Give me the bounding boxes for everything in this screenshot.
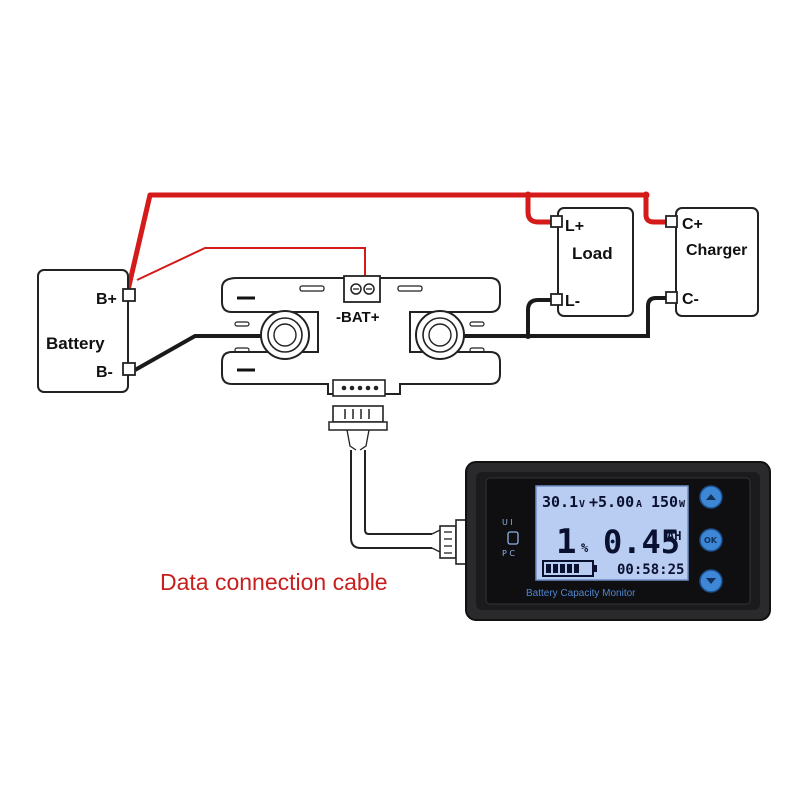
junction-dot-negative: [525, 333, 531, 339]
shunt-slot: [299, 285, 325, 292]
meter-down-button[interactable]: [699, 569, 723, 593]
load-negative-label: L-: [565, 293, 580, 310]
lcd-power-unit: W: [679, 499, 686, 510]
mode-indicator-top: U I: [502, 518, 513, 527]
shunt-slot: [469, 347, 485, 353]
lcd-voltage-unit: V: [579, 499, 585, 510]
load-positive-label: L+: [565, 218, 584, 235]
load-positive-terminal: [550, 215, 563, 228]
negative-wires: [134, 296, 668, 372]
lcd-timer: 00:58:25: [617, 562, 684, 578]
shunt-module: -BAT+: [221, 275, 501, 397]
shunt-slot: [397, 285, 423, 292]
shunt-label: -BAT+: [336, 309, 380, 326]
lcd-battery-icon: [542, 560, 597, 577]
chevron-up-icon: [706, 494, 716, 500]
chevron-down-icon: [706, 578, 716, 584]
lcd-percent: 1: [556, 522, 576, 562]
battery-negative-label: B-: [96, 364, 113, 381]
lcd-capacity: 0.45: [603, 523, 680, 561]
cable-outline: [350, 450, 432, 549]
shunt-sense-wire: [136, 247, 366, 290]
mode-indicator-bottom: P C: [502, 549, 515, 558]
battery-positive-terminal: [122, 288, 136, 302]
load-negative-terminal: [550, 293, 563, 306]
shunt-slot: [234, 347, 250, 353]
junction-dot-load: [524, 191, 532, 199]
shunt-sense-terminal: [343, 275, 381, 303]
charger-negative-terminal: [665, 291, 678, 304]
shunt-data-connector: [332, 379, 386, 397]
meter-mode-indicator: U I P C: [502, 518, 519, 558]
meter-ok-button[interactable]: OK: [699, 528, 723, 552]
lcd-voltage: 30.1: [542, 493, 578, 511]
lcd-current-unit: A: [636, 499, 642, 510]
charger-positive-terminal: [665, 215, 678, 228]
battery-positive-label: B+: [96, 291, 117, 308]
data-cable: [328, 405, 467, 565]
lcd-percent-unit: %: [581, 541, 589, 555]
shunt-right-bolt: [415, 310, 465, 360]
battery-monitor: U I P C 30.1 V +5.00 A 150 W 1 % 0.45 AH…: [465, 461, 771, 621]
load-positive-wire: [525, 195, 552, 225]
meter-footer-label: Battery Capacity Monitor: [526, 588, 636, 599]
shunt-slot: [469, 321, 485, 327]
shunt-slot: [234, 321, 250, 327]
charger-box: C+ Charger C-: [665, 207, 759, 317]
charger-negative-label: C-: [682, 291, 699, 308]
battery-negative-wire: [134, 334, 272, 372]
charger-positive-label: C+: [682, 216, 703, 233]
load-to-charger-negative-wire: [528, 296, 668, 338]
ok-button-label: OK: [704, 536, 718, 545]
cable-plug-top: [328, 405, 388, 431]
cable-plug-meter: [439, 519, 467, 565]
load-box: L+ Load L-: [550, 207, 634, 317]
shunt-to-load-negative-wire: [440, 298, 552, 338]
meter-up-button[interactable]: [699, 485, 723, 509]
battery-to-charger-positive-wire: [125, 192, 668, 291]
battery-negative-terminal: [122, 362, 136, 376]
charger-title: Charger: [686, 242, 747, 259]
battery-title: Battery: [46, 334, 105, 353]
load-title: Load: [572, 244, 613, 263]
data-cable-caption: Data connection cable: [160, 569, 388, 595]
junction-dot-charger: [642, 191, 650, 199]
positive-wires: [125, 191, 668, 291]
shunt-left-bolt: [260, 310, 310, 360]
lcd-power: 150: [651, 493, 678, 511]
lcd-capacity-unit: AH: [667, 529, 681, 543]
battery-box: B+ Battery B-: [37, 269, 136, 393]
lcd-current: +5.00: [589, 493, 634, 511]
